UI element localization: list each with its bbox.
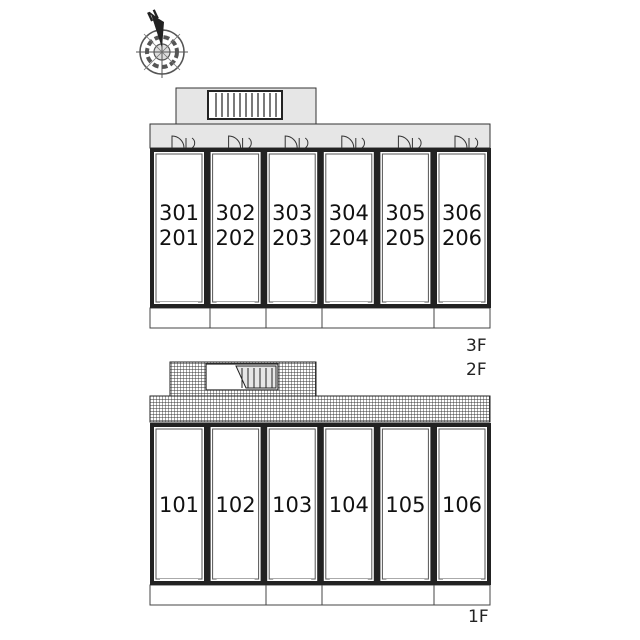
- room-outline: [433, 148, 491, 308]
- room-number: 104: [329, 493, 369, 517]
- room-number-upper: 301: [159, 201, 199, 225]
- room-number: 106: [442, 493, 482, 517]
- room-number-upper: 305: [385, 201, 425, 225]
- room-outline: [433, 423, 491, 585]
- room-number: 102: [216, 493, 256, 517]
- door-swing-icon: [284, 135, 309, 149]
- room-number-lower: 204: [329, 226, 369, 250]
- room-unit: 105: [376, 423, 435, 585]
- room-number: 103: [272, 493, 312, 517]
- room-outline: [319, 148, 378, 308]
- room-number-lower: 203: [272, 226, 312, 250]
- room-number-lower: 206: [442, 226, 482, 250]
- floor-label-1f: 1F: [468, 607, 489, 627]
- door-swing-icon: [171, 135, 196, 149]
- room-unit: 102: [206, 423, 265, 585]
- compass-rose-icon: [136, 14, 188, 78]
- room-number: 101: [159, 493, 199, 517]
- floor-label-3f: 3F: [466, 336, 487, 356]
- door-swing-icon: [397, 135, 422, 149]
- room-number-upper: 306: [442, 201, 482, 225]
- room-number-upper: 303: [272, 201, 312, 225]
- upper-corridor: [149, 123, 491, 149]
- room-outline: [150, 148, 208, 308]
- room-unit: 101: [150, 423, 208, 585]
- lower-floor-plan: 101 102 103 104 105 106: [149, 361, 491, 606]
- room-unit: 106: [433, 423, 491, 585]
- floor-label-2f: 2F: [466, 360, 487, 380]
- room-outline: [376, 148, 435, 308]
- room-outline: [319, 423, 378, 585]
- room-outline: [376, 423, 435, 585]
- door-swing-icon: [341, 135, 365, 149]
- lower-balcony: [149, 584, 491, 606]
- room-number-upper: 302: [216, 201, 256, 225]
- room-number-lower: 201: [159, 226, 199, 250]
- room-number-lower: 202: [216, 226, 256, 250]
- room-outline: [150, 423, 208, 585]
- door-swing-icon: [454, 135, 479, 149]
- room-number-upper: 304: [329, 201, 369, 225]
- door-swing-icon: [228, 135, 252, 149]
- upper-balcony: [149, 307, 491, 329]
- lower-corridor: [149, 395, 491, 423]
- room-outline: [206, 423, 265, 585]
- room-outline: [263, 423, 322, 585]
- room-number-lower: 205: [385, 226, 425, 250]
- room-outline: [206, 148, 265, 308]
- room-number: 105: [385, 493, 425, 517]
- room-outline: [263, 148, 322, 308]
- room-unit: 103: [263, 423, 322, 585]
- lower-stair-icon: [205, 363, 279, 391]
- north-arrow-icon: [151, 14, 164, 48]
- room-unit: 104: [319, 423, 378, 585]
- upper-stair-icon: [207, 90, 283, 120]
